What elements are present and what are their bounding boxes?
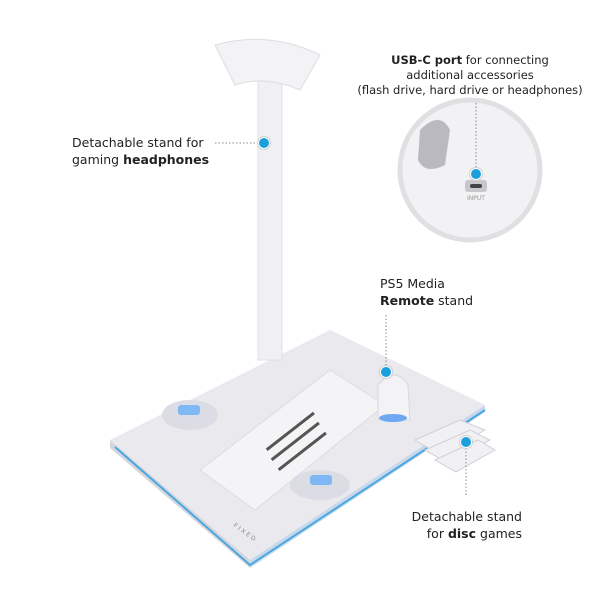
usbc-callout-dot [470, 168, 482, 180]
base-led-strip [114, 409, 486, 567]
callout-text: gaming [72, 152, 124, 167]
remote-stand [377, 374, 411, 421]
disc-callout: Detachable stand for disc games [400, 508, 522, 542]
callout-line: Detachable stand for [72, 135, 204, 150]
headphone-hanger [214, 38, 321, 91]
headphone-stand-pole [257, 59, 283, 361]
callout-bold: disc [447, 526, 477, 541]
charging-led [178, 405, 200, 415]
remote-callout-dot [380, 366, 392, 378]
callout-bold: USB-C port [391, 53, 463, 67]
callout-text: for [426, 526, 448, 541]
disc-stand [413, 419, 497, 473]
callout-bold: Remote [380, 293, 435, 308]
callout-text: stand [434, 293, 474, 308]
callout-line: (flash drive, hard drive or headphones) [357, 83, 583, 97]
remote-callout: PS5 Media Remote stand [380, 275, 473, 309]
port-label: INPUT [467, 195, 485, 202]
callout-bold: headphones [123, 152, 210, 167]
callout-text: for connecting [462, 53, 549, 67]
charging-led [310, 475, 332, 485]
callout-text: games [476, 526, 522, 541]
remote-stand-led [379, 414, 407, 422]
disc-callout-dot [460, 436, 472, 448]
headphones-callout: Detachable stand for gaming headphones [72, 134, 209, 168]
vent-holes [265, 411, 327, 472]
callout-line: PS5 Media [380, 276, 445, 291]
callout-line: Detachable stand [411, 509, 522, 524]
inset-remote-detail [418, 120, 450, 169]
callout-line: additional accessories [406, 68, 534, 82]
headphones-callout-dot [258, 137, 270, 149]
usbc-callout: USB-C port for connecting additional acc… [345, 53, 595, 98]
leader-lines [215, 103, 477, 495]
